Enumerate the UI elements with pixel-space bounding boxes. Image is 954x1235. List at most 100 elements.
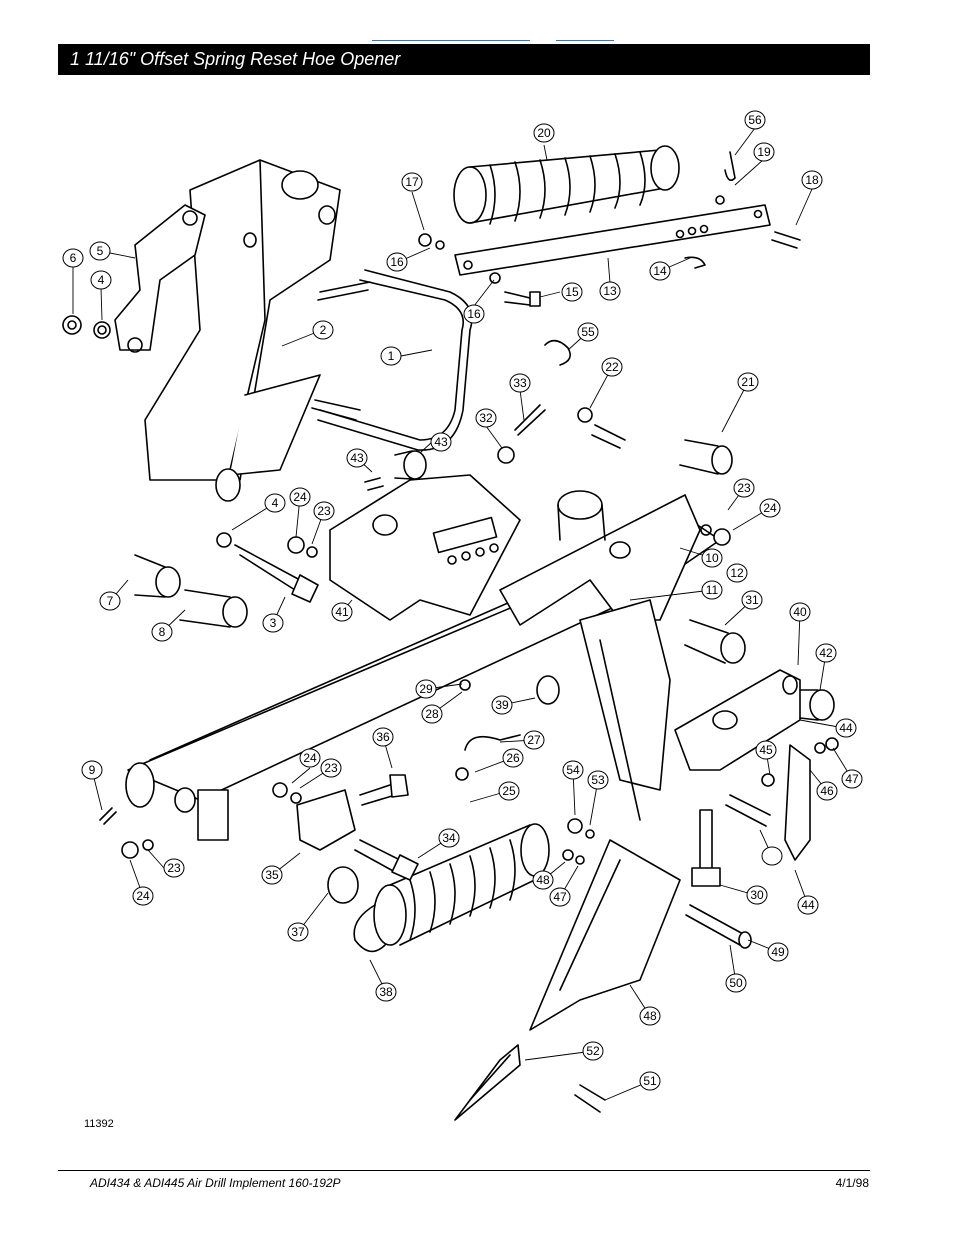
callout-label: 56 <box>748 113 762 127</box>
callout-label: 43 <box>434 435 448 449</box>
callout-label: 19 <box>757 145 771 159</box>
callout-label: 47 <box>553 890 567 904</box>
page-title: 1 11/16" Offset Spring Reset Hoe Opener <box>58 44 870 75</box>
spring-lower <box>353 823 550 953</box>
callout-label: 29 <box>419 682 433 696</box>
callout-label: 32 <box>479 411 493 425</box>
callout-label: 45 <box>759 743 773 757</box>
callout-label: 3 <box>270 616 277 630</box>
callout-label: 6 <box>70 251 77 265</box>
plate-45 <box>784 744 811 861</box>
callout-label: 43 <box>350 451 364 465</box>
nuts-washers <box>62 195 839 865</box>
spring-pin <box>544 339 571 366</box>
callout-label: 18 <box>805 173 819 187</box>
footer-rule <box>58 1170 870 1171</box>
callout-label: 35 <box>265 868 279 882</box>
bracket-35 <box>296 789 356 851</box>
shank <box>579 599 671 791</box>
callout-label: 23 <box>324 761 338 775</box>
callout-label: 39 <box>495 698 509 712</box>
header-link-rule-short[interactable] <box>556 40 614 41</box>
cotter-pin <box>514 404 546 436</box>
spring-upper <box>453 145 680 225</box>
callout-label: 26 <box>506 751 520 765</box>
link-bar <box>454 204 771 276</box>
callout-label: 17 <box>405 175 419 189</box>
callout-label: 5 <box>97 244 104 258</box>
bolts <box>234 231 801 1113</box>
callout-label: 31 <box>745 593 759 607</box>
callout-label: 21 <box>741 375 755 389</box>
footer-document-title: ADI434 & ADI445 Air Drill Implement 160-… <box>90 1176 341 1190</box>
callout-label: 24 <box>303 751 317 765</box>
hoe-opener <box>529 839 681 1031</box>
callout-label: 13 <box>603 284 617 298</box>
callout-label: 33 <box>513 376 527 390</box>
callout-label: 48 <box>536 873 550 887</box>
callout-label: 4 <box>272 496 279 510</box>
callout-label: 16 <box>467 307 481 321</box>
callout-label: 8 <box>159 625 166 639</box>
callout-label: 53 <box>591 773 605 787</box>
footer-date: 4/1/98 <box>835 1176 869 1190</box>
callout-label: 37 <box>291 925 305 939</box>
callout-label: 42 <box>819 646 833 660</box>
callout-label: 15 <box>565 285 579 299</box>
beam-end <box>125 762 155 808</box>
header-link-rule[interactable] <box>372 40 530 41</box>
callout-label: 4 <box>98 273 105 287</box>
part-drawings <box>62 145 839 1121</box>
callout-label: 49 <box>771 945 785 959</box>
callout-label: 9 <box>89 763 96 777</box>
callout-label: 55 <box>581 325 595 339</box>
callout-label: 25 <box>502 784 516 798</box>
callout-bubbles <box>62 110 863 1091</box>
grease-fitting <box>99 807 117 825</box>
callout-label: 20 <box>537 126 551 140</box>
callout-label: 24 <box>763 501 777 515</box>
point <box>454 1044 521 1121</box>
callout-label: 27 <box>527 733 541 747</box>
callout-label: 24 <box>136 889 150 903</box>
bushings <box>134 439 835 904</box>
figure-number: 11392 <box>84 1118 114 1130</box>
mount-plate <box>114 204 206 351</box>
clip <box>684 256 706 269</box>
callout-label: 51 <box>643 1074 657 1088</box>
callout-label: 14 <box>653 264 667 278</box>
callout-label: 41 <box>335 605 349 619</box>
callout-label: 44 <box>839 721 853 735</box>
callout-label: 2 <box>320 323 327 337</box>
callout-label: 7 <box>107 594 114 608</box>
callout-label: 28 <box>425 707 439 721</box>
callout-label: 24 <box>293 490 307 504</box>
callout-label: 38 <box>379 985 393 999</box>
left-bracket <box>329 474 521 621</box>
pin-57 <box>724 151 736 181</box>
end-plate <box>197 789 229 841</box>
callout-label: 34 <box>442 831 456 845</box>
callout-label: 46 <box>820 784 834 798</box>
callout-label: 23 <box>317 504 331 518</box>
callout-label: 30 <box>750 888 764 902</box>
callout-label: 16 <box>390 255 404 269</box>
callout-label: 1 <box>388 349 395 363</box>
callout-label: 12 <box>730 566 744 580</box>
callout-label: 10 <box>705 551 719 565</box>
callout-label: 52 <box>586 1044 600 1058</box>
callout-label: 47 <box>845 772 859 786</box>
callout-label: 48 <box>643 1009 657 1023</box>
callout-label: 36 <box>376 730 390 744</box>
callout-label: 23 <box>167 861 181 875</box>
callout-label: 22 <box>605 360 619 374</box>
callout-label: 11 <box>706 583 719 597</box>
lynch-pin <box>464 734 521 751</box>
callout-label: 40 <box>793 605 807 619</box>
callout-label: 50 <box>729 976 743 990</box>
callout-label: 54 <box>566 763 580 777</box>
callout-label: 23 <box>737 481 751 495</box>
callout-label: 44 <box>801 898 815 912</box>
